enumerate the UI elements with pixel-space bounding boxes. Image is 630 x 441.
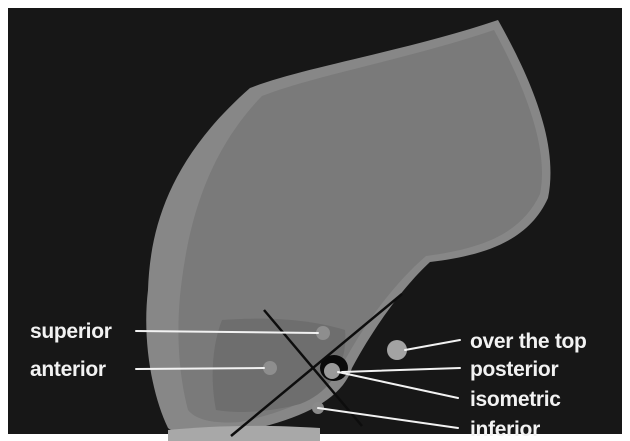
posterior-spot <box>324 363 340 379</box>
anterior-leader-line <box>136 368 264 369</box>
superior-label: superior <box>30 320 112 343</box>
isometric-label: isometric <box>470 388 561 411</box>
over-the-top-label: over the top <box>470 330 587 353</box>
anterior-spot <box>263 361 277 375</box>
posterior-label: posterior <box>470 358 558 381</box>
anterior-label: anterior <box>30 358 106 381</box>
inferior-label: inferior <box>470 418 540 441</box>
